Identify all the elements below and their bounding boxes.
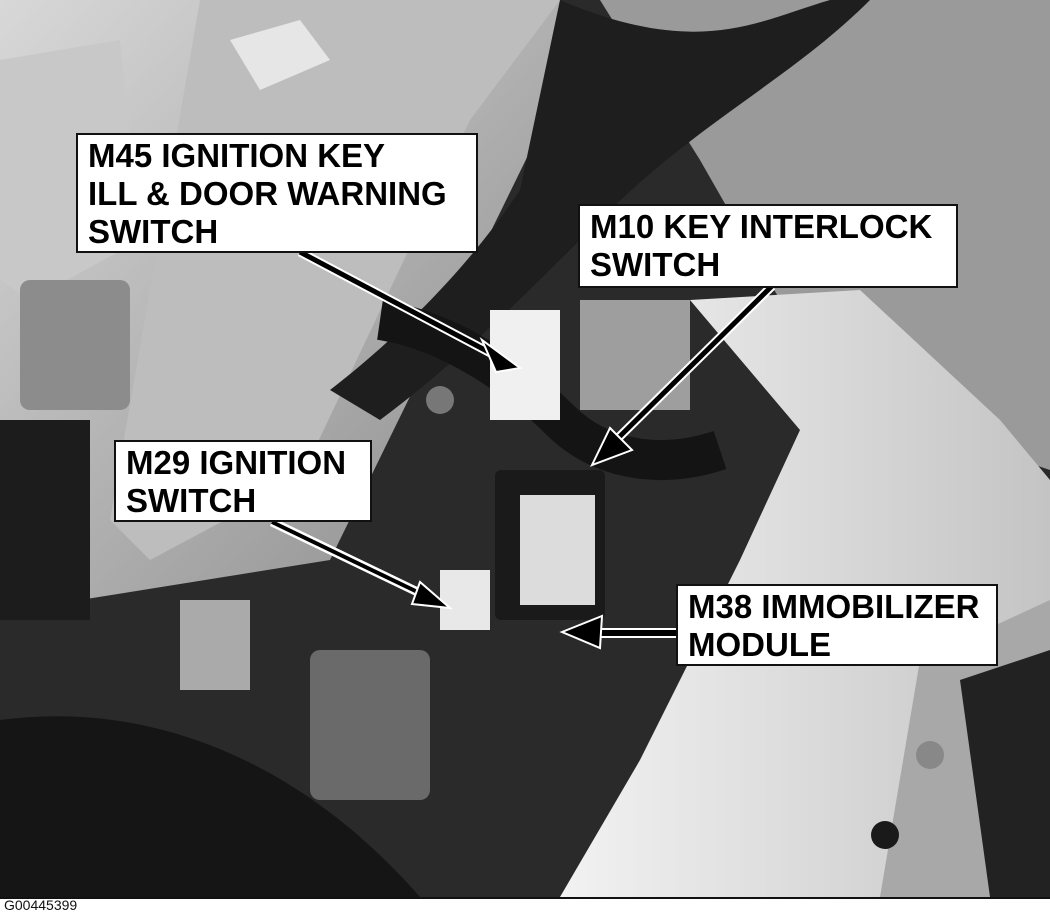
callout-line: M29 IGNITION (126, 444, 347, 481)
callout-m29-ignition-switch: M29 IGNITION SWITCH (114, 440, 372, 522)
arrow-m38 (559, 614, 678, 650)
callout-m10-key-interlock-switch: M10 KEY INTERLOCK SWITCH (578, 204, 958, 288)
callout-line: SWITCH (88, 213, 219, 250)
callout-m38-immobilizer-module: M38 IMMOBILIZER MODULE (676, 584, 998, 666)
callout-m45-ignition-key-ill-door-warning-switch: M45 IGNITION KEY ILL & DOOR WARNING SWIT… (76, 133, 478, 253)
callout-line: SWITCH (590, 246, 721, 283)
callout-line: MODULE (688, 626, 831, 663)
callout-line: ILL & DOOR WARNING (88, 175, 447, 212)
callout-line: M10 KEY INTERLOCK (590, 208, 933, 245)
arrow-m29 (270, 517, 454, 610)
arrow-m45 (297, 248, 523, 374)
callout-line: SWITCH (126, 482, 257, 519)
callout-line: M38 IMMOBILIZER (688, 588, 980, 625)
figure-id-caption: G00445399 (4, 897, 78, 913)
arrow-m10 (590, 282, 776, 467)
callout-line: M45 IGNITION KEY (88, 137, 386, 174)
